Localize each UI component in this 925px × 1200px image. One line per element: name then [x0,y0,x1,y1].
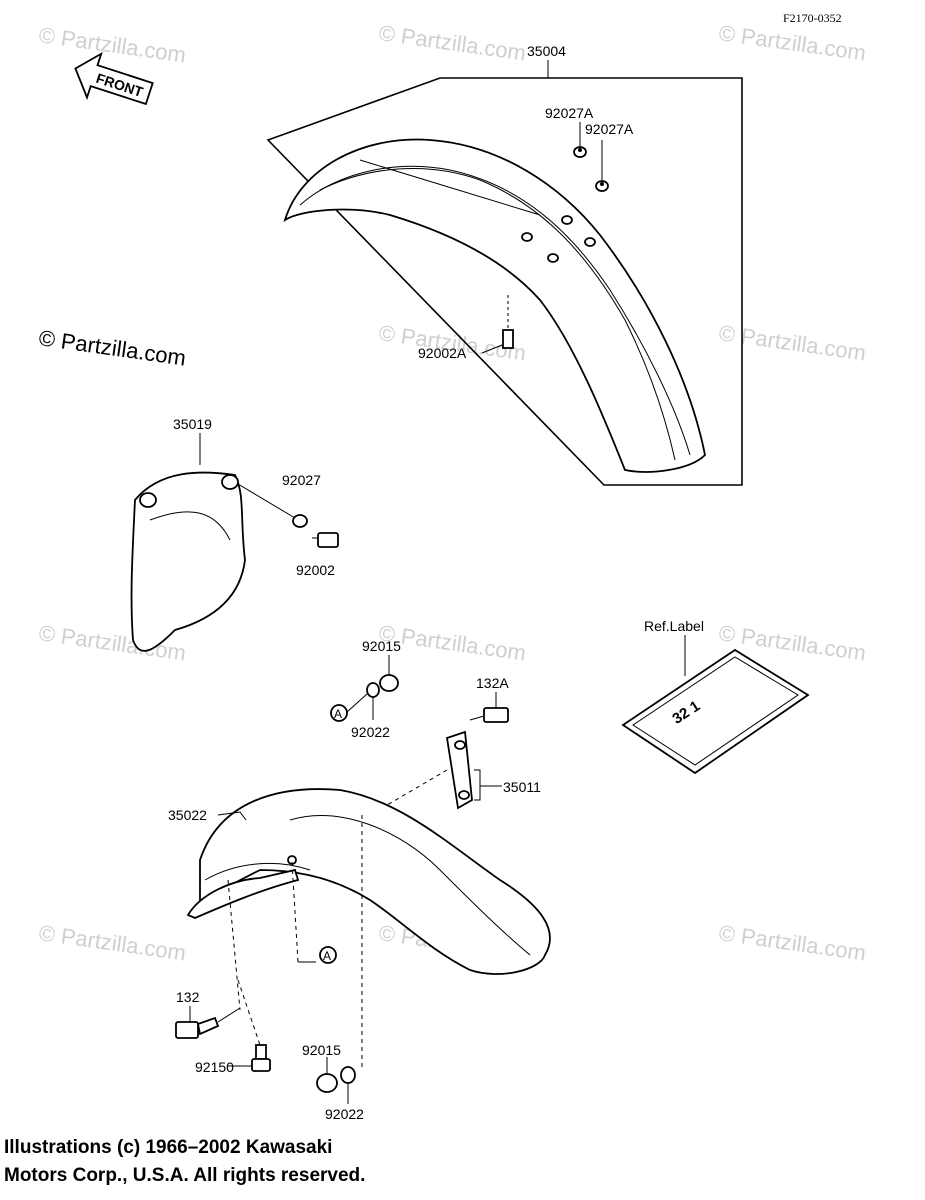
watermark: © Partzilla.com [717,920,867,965]
part-label-92002: 92002 [296,562,335,578]
part-label-92027A-1: 92027A [545,105,594,121]
marker-a-top: A [330,704,348,722]
nut-92015-bottom [316,1073,338,1093]
ref-code: F2170-0352 [783,11,842,25]
bolt-92002A [502,295,514,349]
part-label-92015-top: 92015 [362,638,401,654]
part-label-92027: 92027 [282,472,321,488]
watermark: © Partzilla.com [377,20,527,65]
guard-35019 [130,471,246,652]
watermark: © Partzilla.com [717,320,867,365]
front-fender-box [266,60,743,486]
bolt-92150 [251,1044,271,1072]
marker-a-bottom: A [319,946,337,964]
washer-92022-bottom [340,1066,356,1084]
copyright-notice: Illustrations (c) 1966–2002 Kawasaki Mot… [4,1134,365,1190]
marker-a-bottom-label: A [323,949,331,963]
part-label-92027A-2: 92027A [585,121,634,137]
part-label-35019: 35019 [173,416,212,432]
bolt-132 [175,1016,220,1039]
part-label-92015-bottom: 92015 [302,1042,341,1058]
part-label-35004: 35004 [527,43,566,59]
bolt-92027A-2 [595,180,609,192]
collar-92027 [292,514,308,528]
bolt-92027A-1 [573,146,587,158]
part-label-92022-bottom: 92022 [325,1106,364,1122]
part-label-92022-top: 92022 [351,724,390,740]
watermark: © Partzilla.com [37,920,187,965]
part-label-ref-label: Ref.Label [644,618,704,634]
rear-fender [186,788,551,975]
part-label-35011: 35011 [503,779,541,795]
part-label-132: 132 [176,989,200,1005]
part-label-132A: 132A [476,675,509,691]
bracket-35011 [445,730,473,810]
bolt-132A [469,707,509,723]
part-label-35022: 35022 [168,807,207,823]
watermark: © Partzilla.com [717,20,867,65]
front-fender [283,138,706,473]
part-label-92150: 92150 [195,1059,234,1075]
copyright-line-2: Motors Corp., U.S.A. All rights reserved… [4,1165,366,1186]
washer-92022-top [366,682,380,698]
marker-a-top-label: A [334,707,342,721]
watermark: © Partzilla.com [37,22,187,67]
part-label-92002A: 92002A [418,345,467,361]
ref-label-sticker: 32 1 [621,648,810,775]
copyright-line-1: Illustrations (c) 1966–2002 Kawasaki [4,1137,333,1158]
nut-92015-top [379,674,399,692]
watermark-main: © Partzilla.com [37,325,187,370]
bolt-92002 [312,532,339,548]
